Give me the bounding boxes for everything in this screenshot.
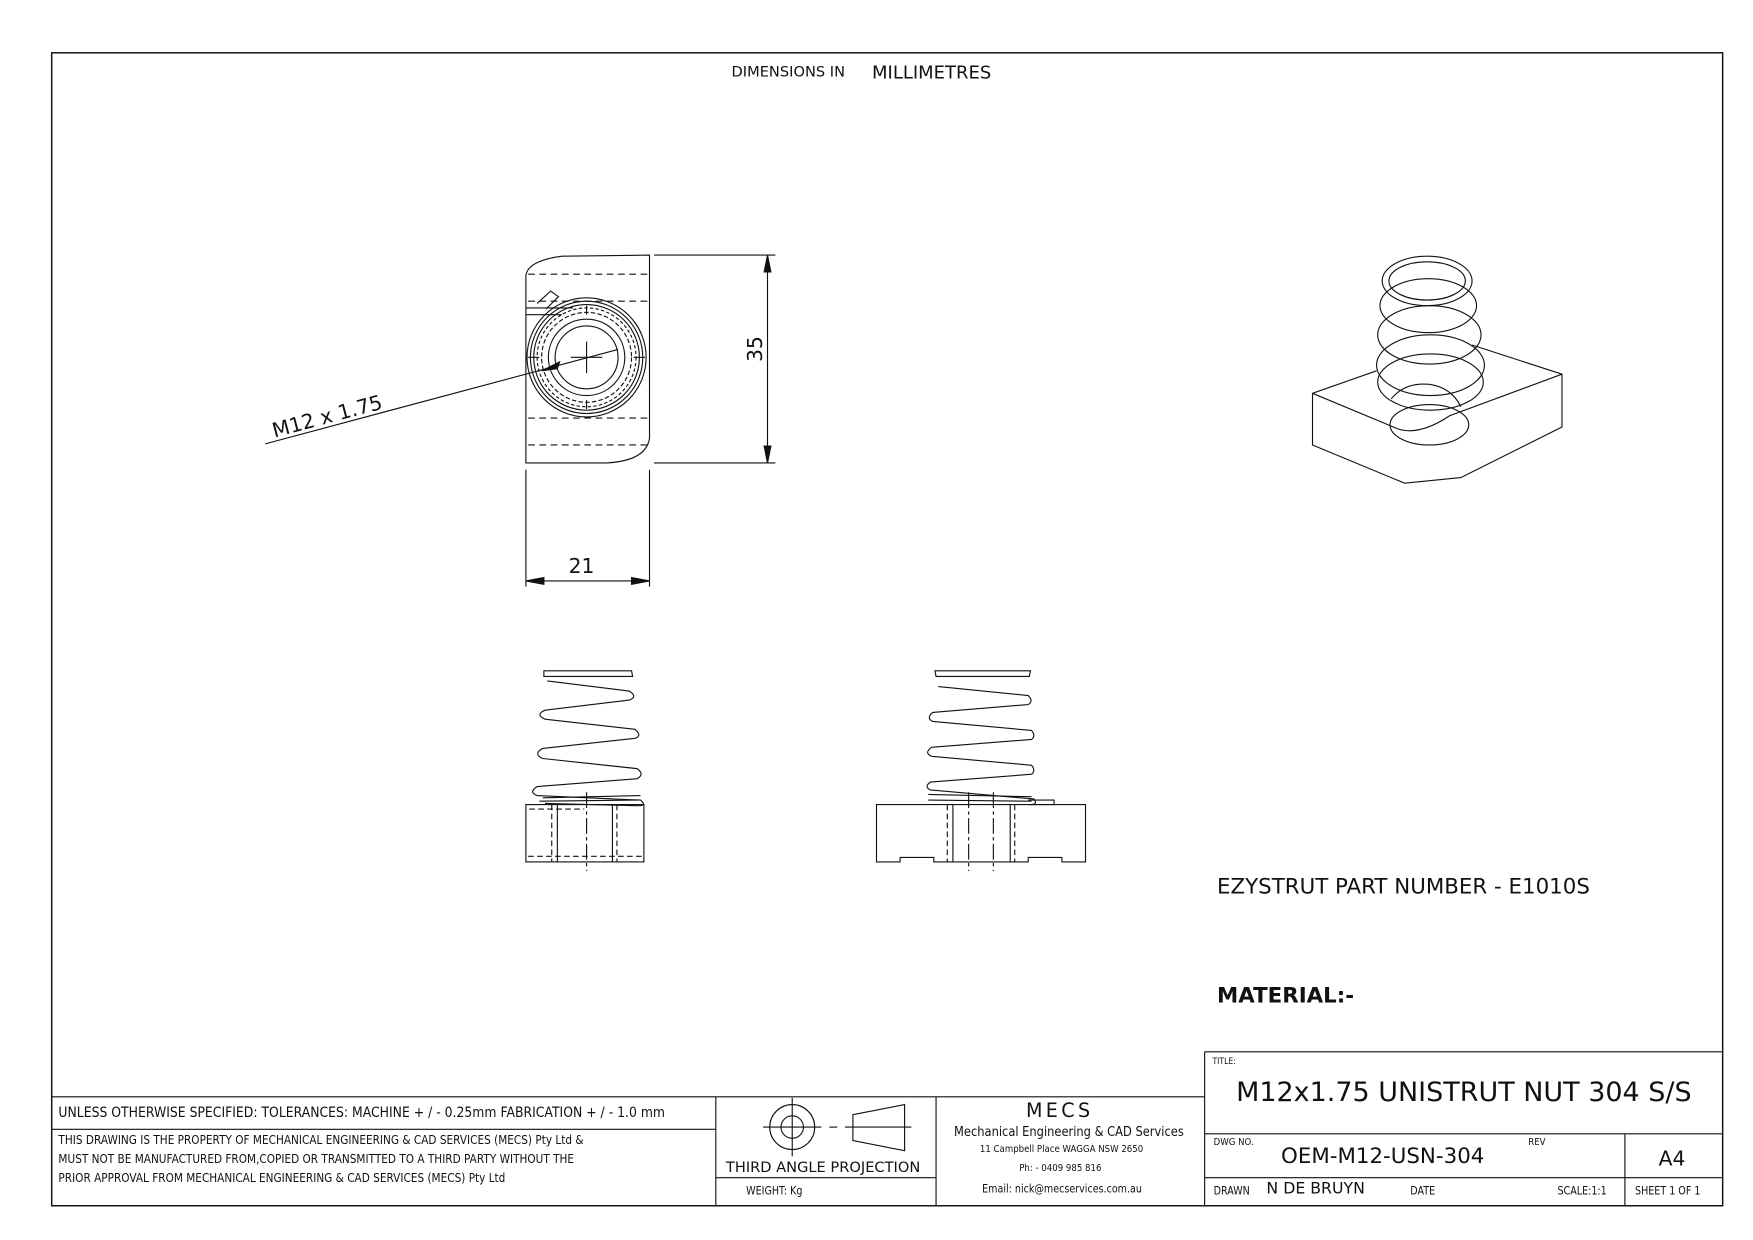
front-view — [525, 254, 651, 464]
title-label: TITLE: — [1212, 1056, 1236, 1067]
drawing-title: M12x1.75 UNISTRUT NUT 304 S/S — [1236, 1076, 1692, 1108]
thread-leader-line — [265, 348, 619, 445]
width-dimension-value: 21 — [568, 555, 595, 579]
dwg-number: OEM-M12-USN-304 — [1281, 1143, 1485, 1169]
width-dimension — [525, 469, 651, 587]
property-line-3: PRIOR APPROVAL FROM MECHANICAL ENGINEERI… — [58, 1170, 506, 1186]
isometric-view — [1311, 255, 1563, 484]
rev-label: REV — [1528, 1137, 1546, 1149]
projection-label: THIRD ANGLE PROJECTION — [725, 1159, 921, 1177]
weight-label: WEIGHT: Kg — [746, 1185, 803, 1198]
part-number-note: EZYSTRUT PART NUMBER - E1010S — [1216, 874, 1590, 899]
drawn-label: DRAWN — [1213, 1185, 1250, 1198]
dimensions-label: DIMENSIONS IN — [731, 64, 846, 81]
units-label: MILLIMETRES — [872, 61, 992, 84]
dwg-no-label: DWG NO. — [1213, 1137, 1254, 1149]
company-name: Mechanical Engineering & CAD Services — [954, 1123, 1184, 1140]
sheet-size: A4 — [1658, 1147, 1686, 1171]
material-note: MATERIAL:- — [1216, 983, 1355, 1008]
height-dimension — [654, 254, 776, 464]
drawn-by: N DE BRUYN — [1266, 1179, 1365, 1198]
third-angle-projection-icon — [763, 1097, 912, 1157]
side-view-left — [525, 670, 645, 871]
property-line-1: THIS DRAWING IS THE PROPERTY OF MECHANIC… — [58, 1132, 584, 1148]
tolerances-note: UNLESS OTHERWISE SPECIFIED: TOLERANCES: … — [58, 1104, 666, 1122]
date-label: DATE — [1410, 1185, 1436, 1198]
company-logo: MECS — [1025, 1100, 1094, 1123]
scale-label: SCALE:1:1 — [1557, 1185, 1607, 1198]
sheet-border — [50, 52, 1724, 1207]
company-phone: Ph: - 0409 985 816 — [1019, 1163, 1102, 1175]
company-address: 11 Campbell Place WAGGA NSW 2650 — [979, 1143, 1144, 1156]
property-line-2: MUST NOT BE MANUFACTURED FROM,COPIED OR … — [58, 1151, 575, 1167]
height-dimension-value: 35 — [743, 336, 768, 362]
company-email: Email: nick@mecservices.com.au — [982, 1183, 1142, 1196]
side-view-right — [875, 670, 1087, 871]
sheet-number: SHEET 1 OF 1 — [1635, 1185, 1701, 1198]
title-block-grid — [51, 1051, 1723, 1206]
